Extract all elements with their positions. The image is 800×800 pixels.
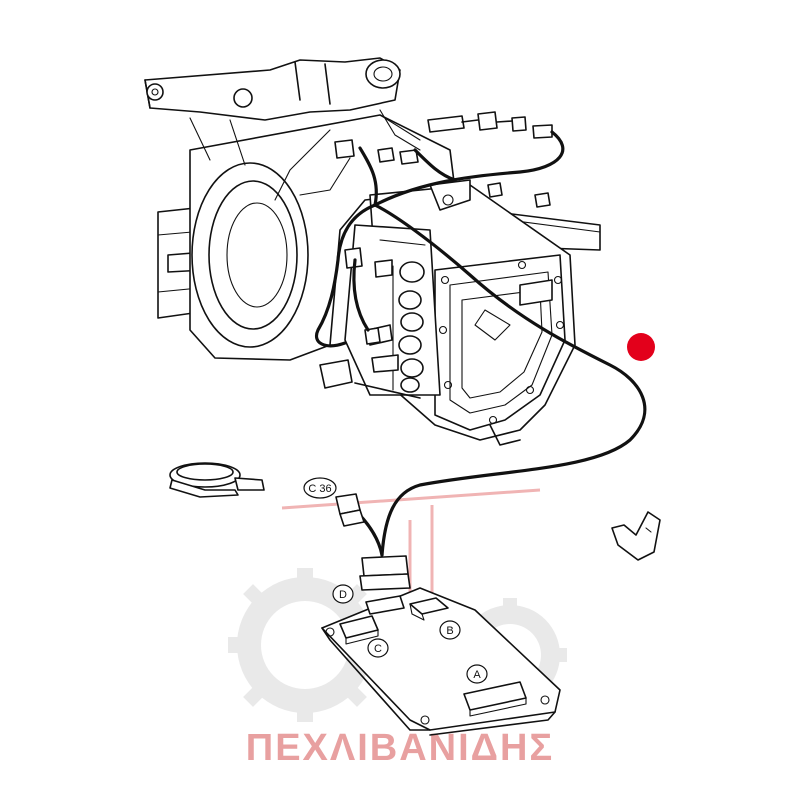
mounting-clip bbox=[611, 511, 661, 561]
callout-a-label: A bbox=[473, 669, 481, 681]
valve-block bbox=[319, 224, 441, 399]
transmission-housing bbox=[144, 57, 601, 361]
cable-tie bbox=[169, 462, 265, 498]
callout-c-label: C bbox=[374, 643, 382, 655]
callout-c36: C 36 bbox=[303, 477, 337, 499]
callout-c: C bbox=[367, 638, 389, 658]
callout-b-label: B bbox=[446, 625, 453, 637]
highlight-marker bbox=[627, 333, 655, 361]
solenoid-group bbox=[392, 261, 425, 393]
ecu-socket-b bbox=[409, 597, 449, 621]
watermark-text: ΠΕΧΛΙΒΑΝΙΔΗΣ bbox=[246, 727, 554, 769]
ecu-control-unit bbox=[321, 587, 561, 736]
wiring-harness bbox=[315, 130, 647, 557]
connector-c36 bbox=[335, 493, 365, 527]
ecu-socket-a bbox=[463, 681, 527, 717]
sensor-connectors bbox=[274, 109, 553, 345]
callout-a: A bbox=[466, 664, 488, 684]
ecu-socket-c bbox=[339, 615, 379, 645]
harness-plug-d bbox=[359, 555, 411, 591]
callout-d: D bbox=[332, 584, 354, 604]
callout-b: B bbox=[439, 620, 461, 640]
callout-d-label: D bbox=[339, 589, 347, 601]
callout-c36-label: C 36 bbox=[308, 483, 331, 495]
ecu-socket-d bbox=[365, 595, 405, 615]
